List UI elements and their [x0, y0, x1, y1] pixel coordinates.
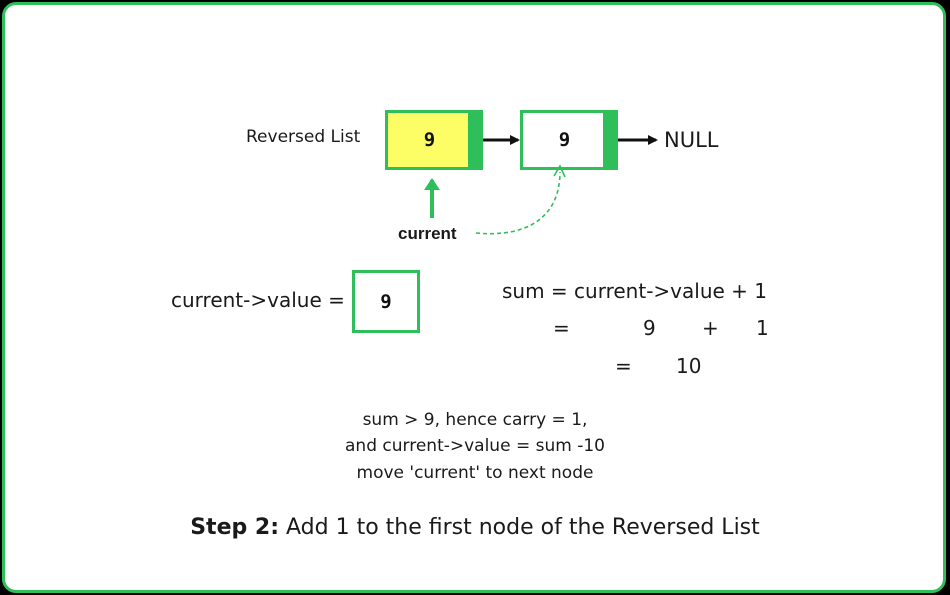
equation-line-2-operand-b: 1 — [756, 316, 769, 340]
current-pointer-arrowhead — [424, 178, 440, 190]
null-label: NULL — [664, 128, 719, 152]
move-current-dashed-arrow — [475, 171, 561, 235]
equation-line-2-operator: + — [702, 316, 719, 340]
node-1-value: 9 — [423, 129, 436, 151]
node-2: 9 — [520, 110, 618, 170]
node-1-next-pointer — [468, 110, 483, 170]
note-line-1: sum > 9, hence carry = 1, — [362, 410, 588, 430]
step-caption-label: Step 2: — [190, 515, 279, 540]
step-caption-text: Add 1 to the first node of the Reversed … — [279, 515, 760, 540]
node-2-next-pointer — [603, 110, 618, 170]
current-pointer-label: current — [398, 224, 457, 243]
equation-line-1: sum = current->value + 1 — [502, 279, 767, 303]
move-current-arrowhead — [553, 164, 566, 178]
note-line-3: move 'current' to next node — [356, 463, 594, 483]
equation-line-3-result: 10 — [676, 354, 702, 378]
step-caption: Step 2: Add 1 to the first node of the R… — [0, 515, 950, 540]
node-1: 9 — [385, 110, 483, 170]
note-line-2: and current->value = sum -10 — [345, 436, 605, 456]
node-2-value: 9 — [558, 129, 571, 151]
equation-line-2-equals: = — [553, 316, 570, 340]
value-box: 9 — [352, 270, 420, 333]
equation-line-2-operand-a: 9 — [643, 316, 656, 340]
value-label: current->value = — [171, 288, 345, 312]
value-box-value: 9 — [380, 290, 392, 313]
equation-line-3-equals: = — [615, 354, 632, 378]
list-label: Reversed List — [246, 127, 361, 147]
